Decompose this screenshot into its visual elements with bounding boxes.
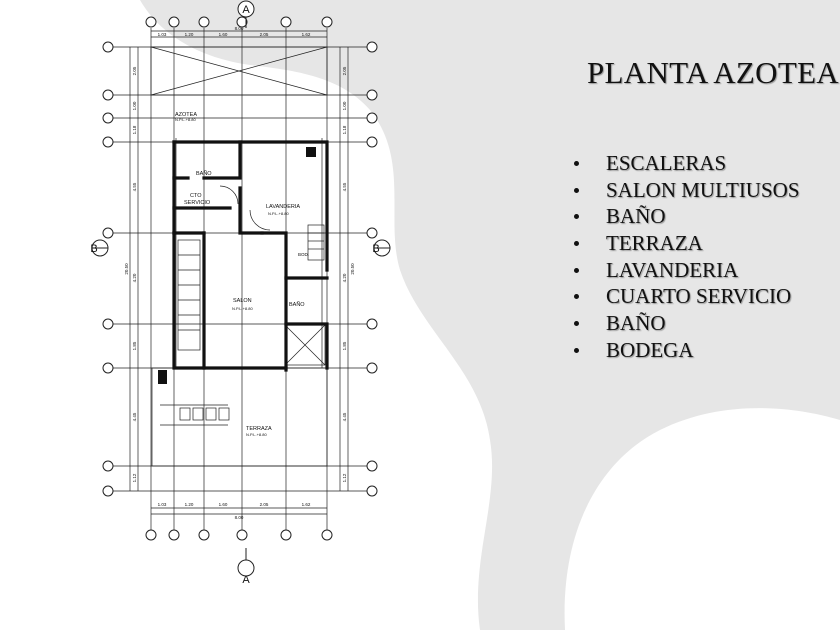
side-dim-4: 4.55 [132,182,137,191]
page-title: PLANTA AZOTEA [587,55,839,90]
room-label-bano-2: BAÑO [289,301,305,308]
room-label-lavanderia: LAVANDERIA [266,204,300,210]
side-dim-right-1: 2.05 [342,66,347,75]
room-label-bodega: BOD. [298,252,309,257]
bottom-dim-4: 2.05 [260,502,269,507]
side-dim-3: 1.18 [132,125,137,134]
side-dim-5: 4.20 [132,273,137,282]
side-dim-right-6: 1.85 [342,341,347,350]
section-mark-a-bottom: A [242,574,250,586]
side-dim-total-right: 20.50 [350,263,355,275]
side-dim-right-8: 1.12 [342,473,347,482]
room-label-salon: SALON [233,298,252,304]
bottom-dim-3: 1.60 [219,502,228,507]
bottom-dim-total: 8.00 [235,515,244,520]
side-dim-1: 2.05 [132,66,137,75]
list-item-bano: BAÑO [573,203,800,230]
level-lavanderia: N.P.L.+8.80 [268,211,289,216]
list-item-terraza: TERRAZA [573,230,800,257]
side-dim-right-5: 4.20 [342,273,347,282]
section-mark-b-right: B [372,243,379,255]
side-dim-8: 1.12 [132,473,137,482]
bottom-dim-5: 1.62 [302,502,311,507]
section-mark-a-top: A [242,4,250,16]
section-mark-b-left: B [90,243,97,255]
bottom-dim-1: 1.03 [158,502,167,507]
side-dim-2: 1.00 [132,101,137,110]
top-dim-2: 1.20 [185,32,194,37]
top-dim-5: 1.62 [302,32,311,37]
level-azotea: N.P.L.+8.80 [175,117,196,122]
side-dim-total-left: 20.50 [124,263,129,275]
side-dim-right-2: 1.00 [342,101,347,110]
side-dim-7: 4.45 [132,412,137,421]
room-label-terraza: TERRAZA [246,426,272,432]
list-item-salon-multiusos: SALON MULTIUSOS [573,177,800,204]
room-list: ESCALERAS SALON MULTIUSOS BAÑO TERRAZA L… [573,150,800,364]
side-dim-right-3: 1.18 [342,125,347,134]
top-dim-total: 8.00 [235,26,244,31]
list-item-bano-2: BAÑO [573,310,800,337]
side-dim-right-7: 4.45 [342,412,347,421]
side-dim-right-4: 4.55 [342,182,347,191]
bottom-dim-2: 1.20 [185,502,194,507]
list-item-escaleras: ESCALERAS [573,150,800,177]
top-dim-3: 1.60 [219,32,228,37]
top-dim-4: 2.05 [260,32,269,37]
list-item-cuarto-servicio: CUARTO SERVICIO [573,283,800,310]
room-label-cto-1: CTO [190,193,202,199]
level-terraza: N.P.L.+8.80 [246,432,267,437]
list-item-lavanderia: LAVANDERIA [573,257,800,284]
top-dim-1: 1.03 [158,32,167,37]
level-salon: N.P.L.+8.80 [232,306,253,311]
list-item-bodega: BODEGA [573,337,800,364]
room-label-azotea: AZOTEA [175,112,197,118]
floor-plan-drawing: A A B B 1.03 1.20 1.60 2.05 1.62 8.00 1.… [90,0,391,586]
room-label-cto-2: SERVICIO [184,200,211,206]
side-dim-6: 1.85 [132,341,137,350]
room-label-bano-1: BAÑO [196,170,212,177]
